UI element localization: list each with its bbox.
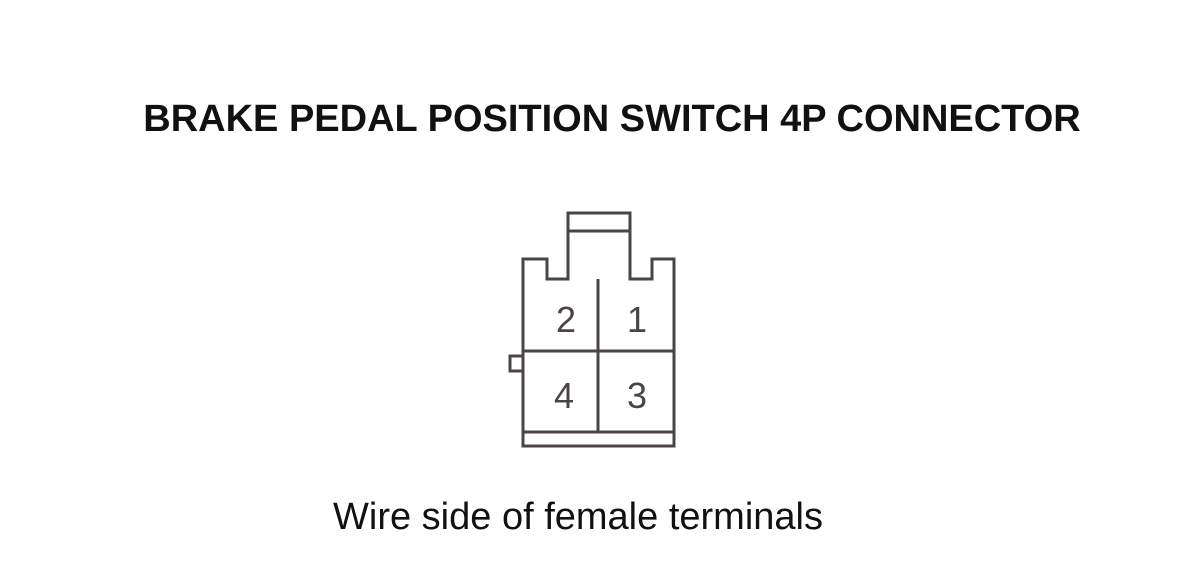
terminal-1-label: 1 (627, 299, 647, 340)
terminal-4-label: 4 (554, 375, 574, 416)
connector-housing-outline (521, 211, 676, 448)
connector-title: BRAKE PEDAL POSITION SWITCH 4P CONNECTOR (143, 98, 1081, 140)
connector-caption: Wire side of female terminals (333, 496, 823, 538)
connector-side-key (508, 354, 525, 373)
terminal-2-label: 2 (556, 299, 576, 340)
terminal-3-label: 3 (627, 375, 647, 416)
